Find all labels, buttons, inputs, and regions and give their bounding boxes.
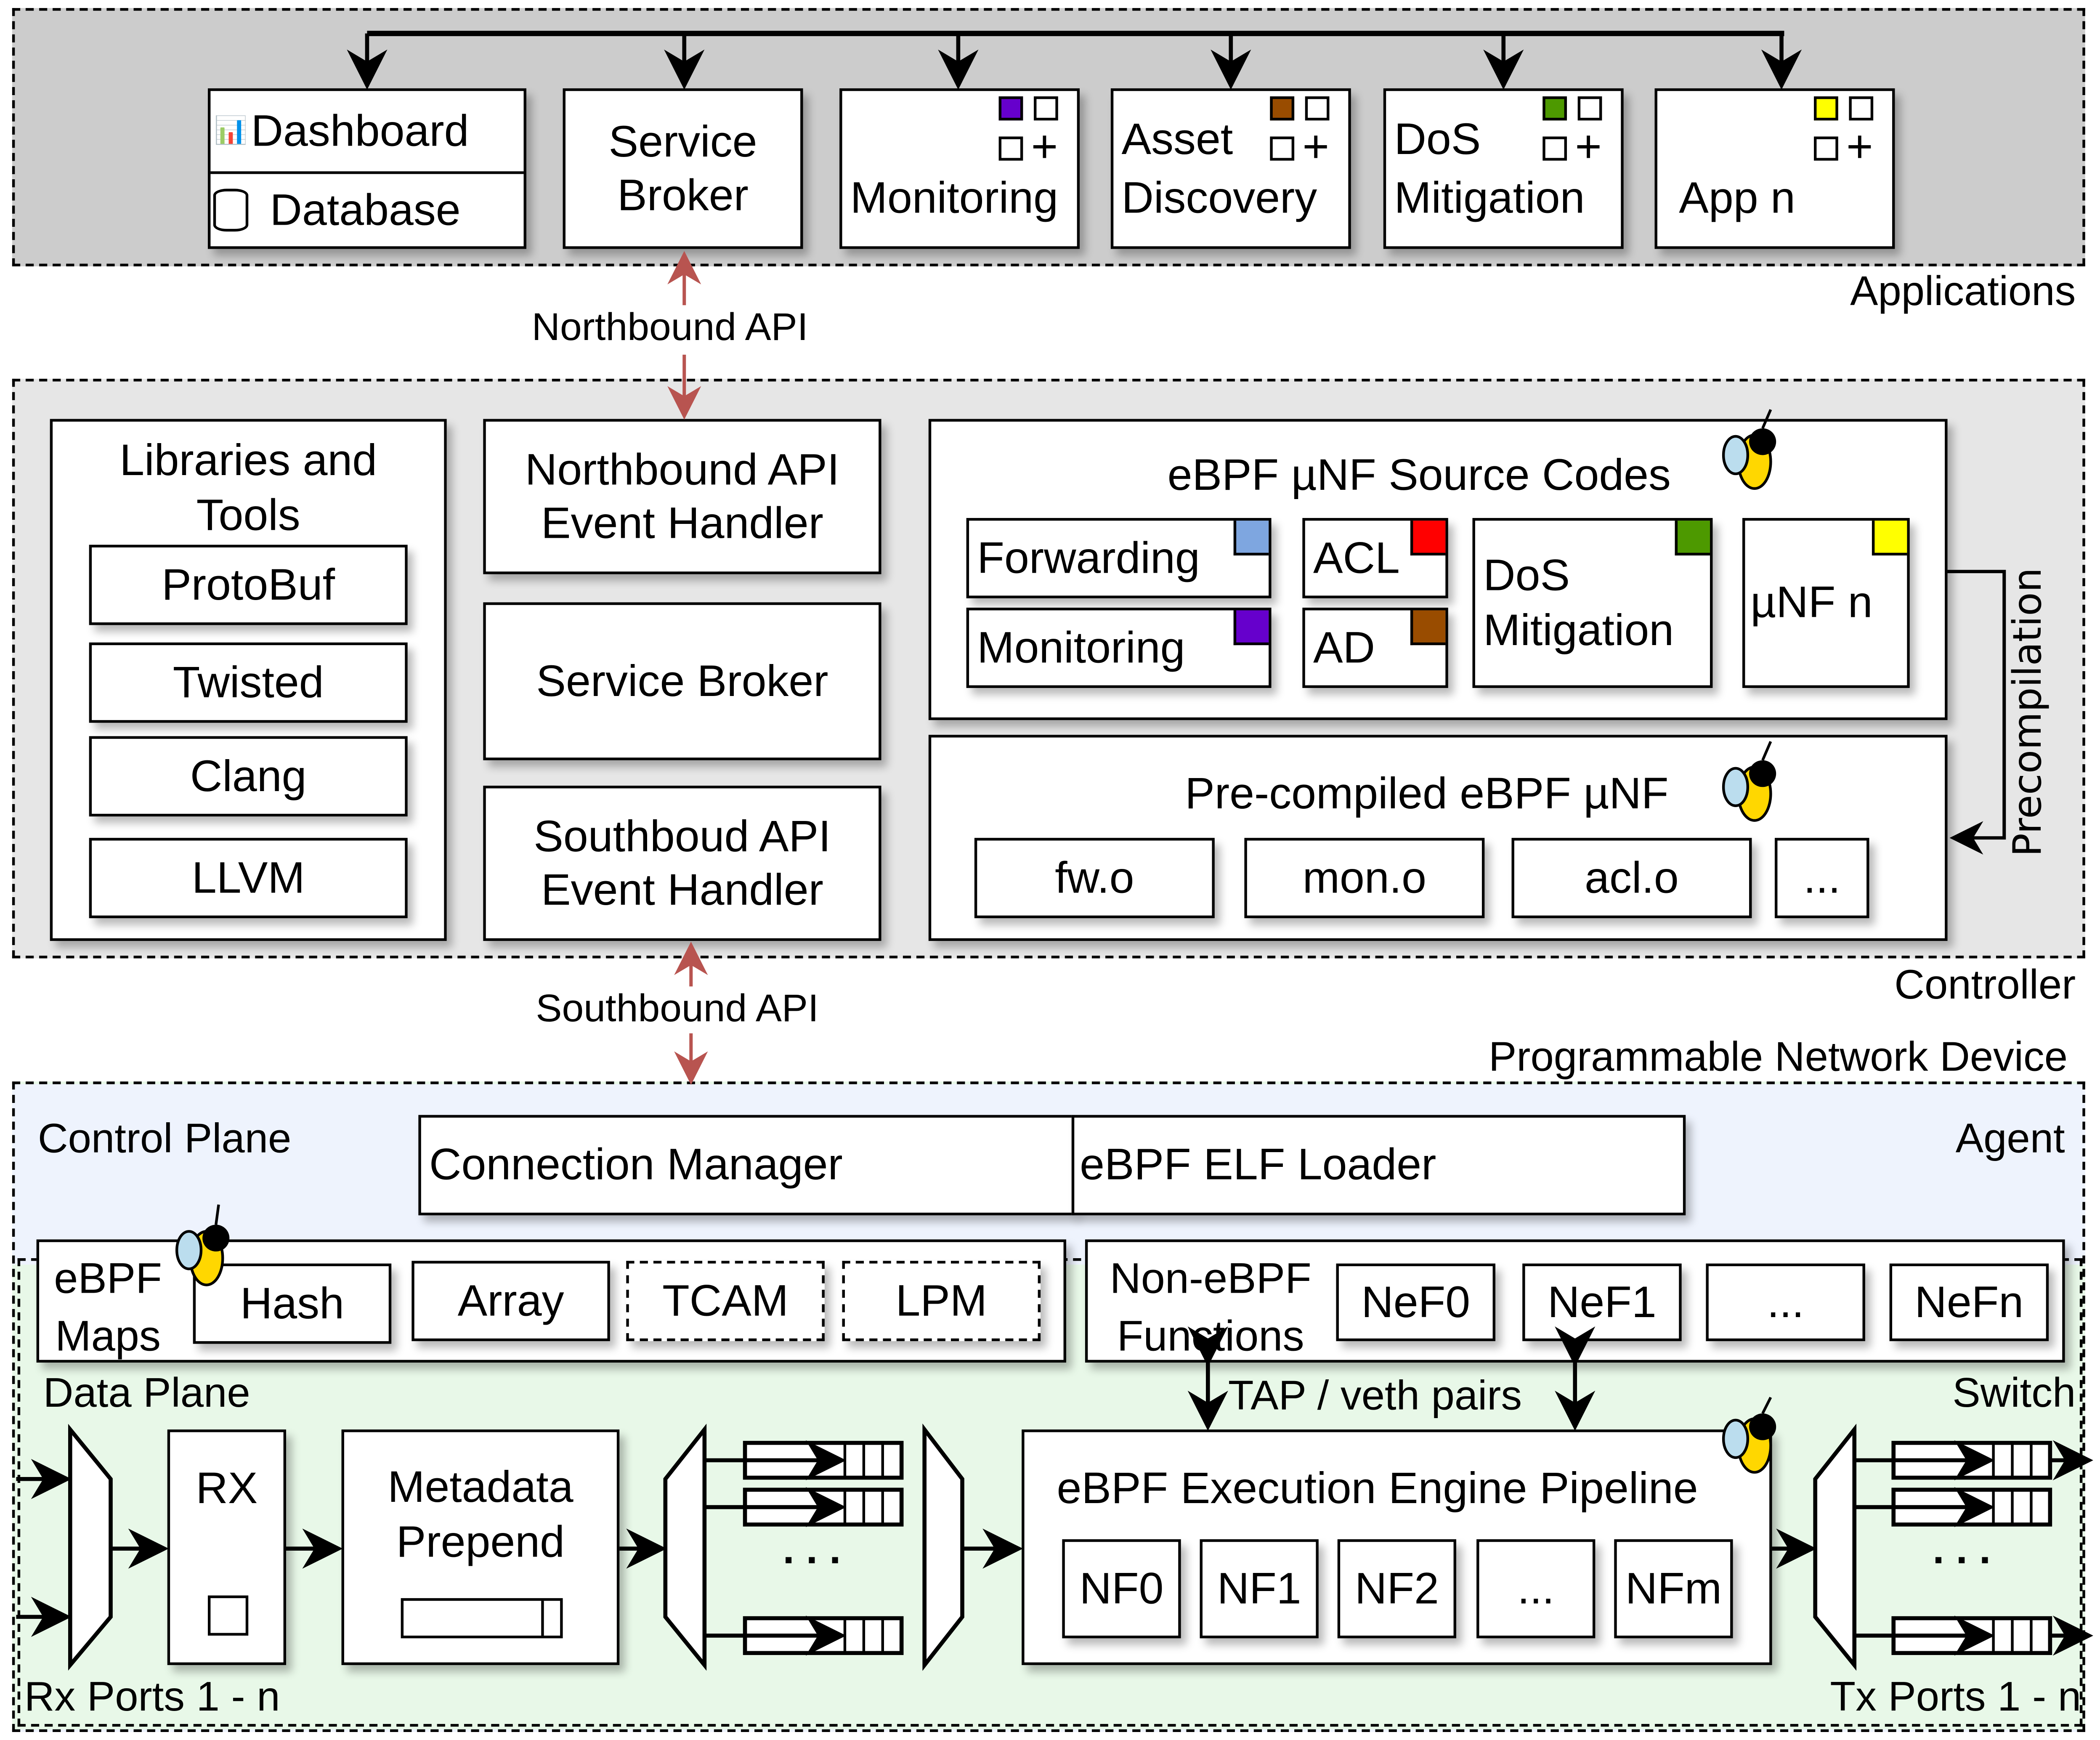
plus-icon: + (1575, 122, 1602, 173)
rx-buffer (207, 1595, 249, 1636)
precompiled-panel: Pre-compiled eBPF µNF fw.o mon.o acl.o .… (928, 735, 1948, 941)
southbound-event-handler[interactable]: Southboud API Event Handler (483, 786, 881, 941)
applications-label: Applications (1850, 268, 2076, 315)
source-monitoring[interactable]: Monitoring (966, 608, 1272, 688)
controller-service-broker[interactable]: Service Broker (483, 602, 881, 760)
connection-manager[interactable]: Connection Manager (418, 1115, 1075, 1216)
northbound-event-handler[interactable]: Northbound API Event Handler (483, 419, 881, 574)
nf-2[interactable]: NF2 (1337, 1539, 1457, 1639)
monitoring-color-tag (1233, 610, 1269, 646)
source-codes-panel: eBPF µNF Source Codes Forwarding Monitor… (928, 419, 1948, 720)
app-square (1542, 136, 1567, 161)
app-square (1305, 96, 1330, 121)
ad-color-tag (1410, 610, 1446, 646)
source-ad[interactable]: AD (1302, 608, 1448, 688)
app-color-square (1542, 96, 1567, 121)
app-color-square (1814, 96, 1838, 121)
app-service-broker[interactable]: Service Broker (563, 88, 803, 249)
object-fw[interactable]: fw.o (974, 838, 1215, 919)
nf-m[interactable]: NFm (1614, 1539, 1733, 1639)
app-n[interactable]: + App n (1654, 88, 1895, 249)
rx-block[interactable]: RX (167, 1429, 287, 1665)
nef-more[interactable]: ... (1706, 1263, 1865, 1342)
forwarding-color-tag (1233, 521, 1269, 556)
app-square (1814, 136, 1838, 161)
app-square (1034, 96, 1058, 121)
app-square (1270, 136, 1295, 161)
map-tcam[interactable]: TCAM (626, 1261, 825, 1342)
nef-n[interactable]: NeFn (1889, 1263, 2049, 1342)
switch-label: Switch (1952, 1369, 2076, 1416)
dashboard-database-box[interactable]: 📊 Dashboard Database (207, 88, 526, 249)
precompilation-label: Precompilation (2004, 568, 2050, 857)
tx-ports-label: Tx Ports 1 - n (1830, 1673, 2081, 1720)
agent-label: Agent (1955, 1115, 2065, 1162)
dos-color-tag (1675, 521, 1710, 556)
libraries-panel: Libraries and Tools ProtoBuf Twisted Cla… (50, 419, 447, 941)
app-monitoring[interactable]: + Monitoring (839, 88, 1080, 249)
unf-n-color-tag (1872, 521, 1907, 556)
source-unf-n[interactable]: µNF n (1742, 518, 1910, 688)
nf-more[interactable]: ... (1476, 1539, 1596, 1639)
object-more[interactable]: ... (1774, 838, 1869, 919)
controller-label: Controller (1894, 961, 2076, 1008)
rx-ports-label: Rx Ports 1 - n (24, 1673, 280, 1720)
source-acl[interactable]: ACL (1302, 518, 1448, 598)
metadata-buffer (401, 1598, 563, 1639)
plus-icon: + (1031, 122, 1058, 173)
dashboard-icon: 📊 (214, 116, 248, 146)
source-forwarding[interactable]: Forwarding (966, 518, 1272, 598)
nf-1[interactable]: NF1 (1200, 1539, 1319, 1639)
library-protobuf[interactable]: ProtoBuf (89, 545, 408, 625)
app-color-square (998, 96, 1023, 121)
nf-0[interactable]: NF0 (1062, 1539, 1181, 1639)
ebpf-maps-panel: eBPF Maps Hash Array TCAM LPM (36, 1239, 1067, 1363)
map-hash[interactable]: Hash (193, 1263, 392, 1344)
nef-1[interactable]: NeF1 (1522, 1263, 1682, 1342)
app-square (1577, 96, 1602, 121)
library-twisted[interactable]: Twisted (89, 642, 408, 723)
app-asset-discovery[interactable]: + Asset Discovery (1110, 88, 1351, 249)
map-array[interactable]: Array (412, 1261, 610, 1342)
metadata-prepend-block[interactable]: Metadata Prepend (341, 1429, 620, 1665)
elf-loader[interactable]: eBPF ELF Loader (1071, 1115, 1686, 1216)
object-mon[interactable]: mon.o (1244, 838, 1485, 919)
app-dos-mitigation[interactable]: + DoS Mitigation (1383, 88, 1624, 249)
queue-dots: . . . (783, 1526, 841, 1573)
acl-color-tag (1410, 521, 1446, 556)
object-acl[interactable]: acl.o (1511, 838, 1752, 919)
library-llvm[interactable]: LLVM (89, 838, 408, 919)
tap-veth-label: TAP / veth pairs (1228, 1372, 1522, 1419)
northbound-api-label: Northbound API (531, 306, 808, 351)
southbound-api-label: Southbound API (536, 988, 819, 1032)
database-row[interactable]: Database (210, 174, 523, 247)
device-label: Programmable Network Device (1489, 1033, 2068, 1080)
plus-icon: + (1846, 122, 1873, 173)
source-dos-mitigation[interactable]: DoS Mitigation (1472, 518, 1713, 688)
tx-queue-dots: . . . (1933, 1526, 1991, 1573)
plus-icon: + (1302, 122, 1330, 173)
database-icon (213, 189, 249, 232)
execution-engine-pipeline: eBPF Execution Engine Pipeline NF0 NF1 N… (1022, 1429, 1772, 1665)
app-square (998, 136, 1023, 161)
data-plane-label: Data Plane (43, 1369, 250, 1416)
app-square (1849, 96, 1874, 121)
control-plane-label: Control Plane (37, 1115, 292, 1162)
library-clang[interactable]: Clang (89, 736, 408, 817)
map-lpm[interactable]: LPM (842, 1261, 1041, 1342)
nef-0[interactable]: NeF0 (1336, 1263, 1496, 1342)
non-ebpf-functions-panel: Non-eBPF Functions NeF0 NeF1 ... NeFn (1085, 1239, 2065, 1363)
dashboard-row[interactable]: 📊 Dashboard (210, 91, 524, 174)
app-color-square (1270, 96, 1295, 121)
